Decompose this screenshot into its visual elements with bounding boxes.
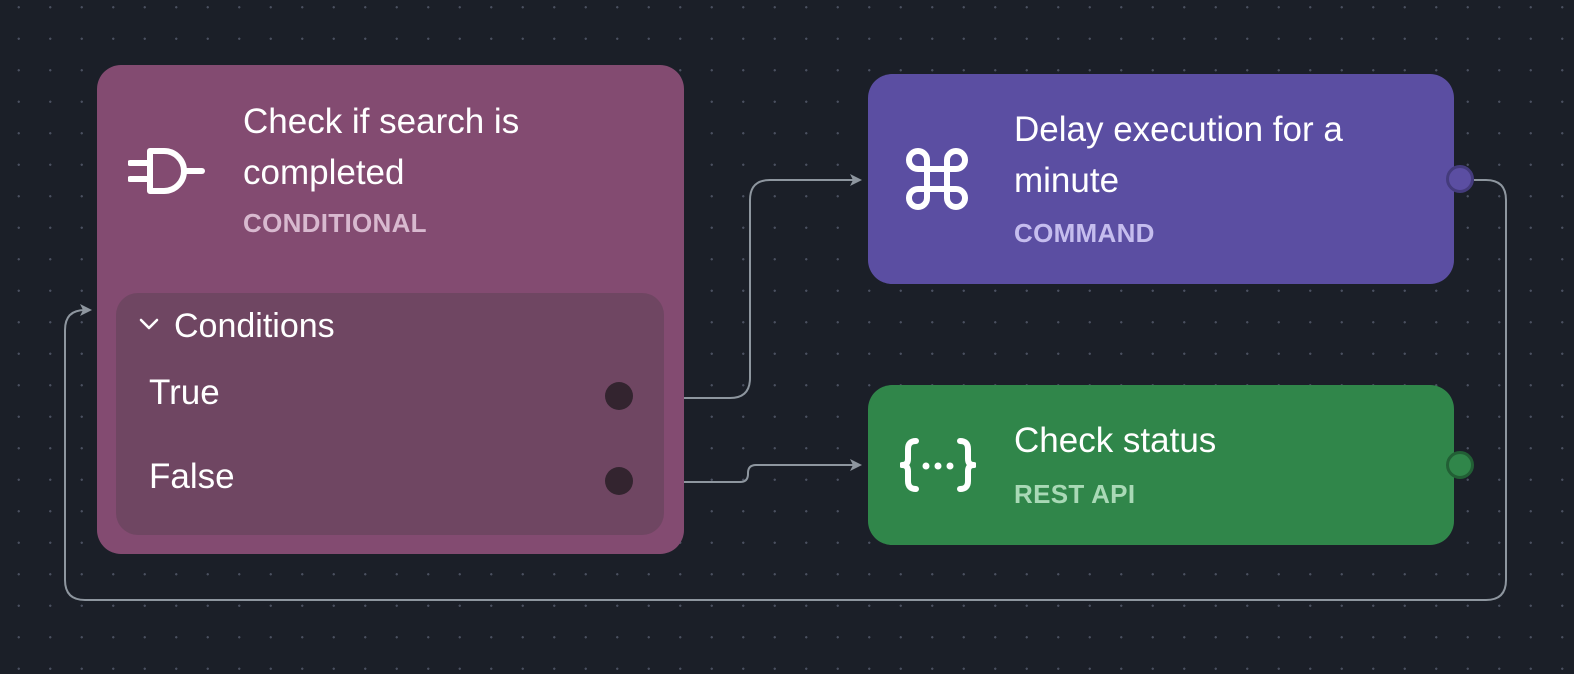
condition-false-handle[interactable] <box>605 467 633 495</box>
command-key-icon <box>902 144 972 214</box>
node-type-label: CONDITIONAL <box>243 208 427 238</box>
condition-true-handle[interactable] <box>605 382 633 410</box>
node-type-label: REST API <box>1014 479 1136 509</box>
command-output-handle[interactable] <box>1446 165 1474 193</box>
rest-api-output-handle[interactable] <box>1446 451 1474 479</box>
conditions-label: Conditions <box>174 307 335 345</box>
curly-braces-icon <box>898 433 978 497</box>
conditions-panel: Conditions True False <box>116 293 664 535</box>
conditions-toggle[interactable]: Conditions <box>138 307 335 346</box>
condition-false-label: False <box>149 457 235 496</box>
chevron-down-icon <box>138 317 160 336</box>
plug-icon <box>127 143 207 199</box>
conditional-node[interactable]: Check if search is completed CONDITIONAL… <box>97 65 684 554</box>
condition-true-label: True <box>149 373 220 412</box>
node-title: Check if search is completed <box>243 102 520 192</box>
node-title: Check status <box>1014 421 1217 460</box>
node-type-label: COMMAND <box>1014 218 1155 248</box>
rest-api-node[interactable]: Check status REST API <box>868 385 1474 545</box>
node-title: Delay execution for a minute <box>1014 110 1343 200</box>
command-node[interactable]: Delay execution for a minute COMMAND <box>868 74 1474 284</box>
